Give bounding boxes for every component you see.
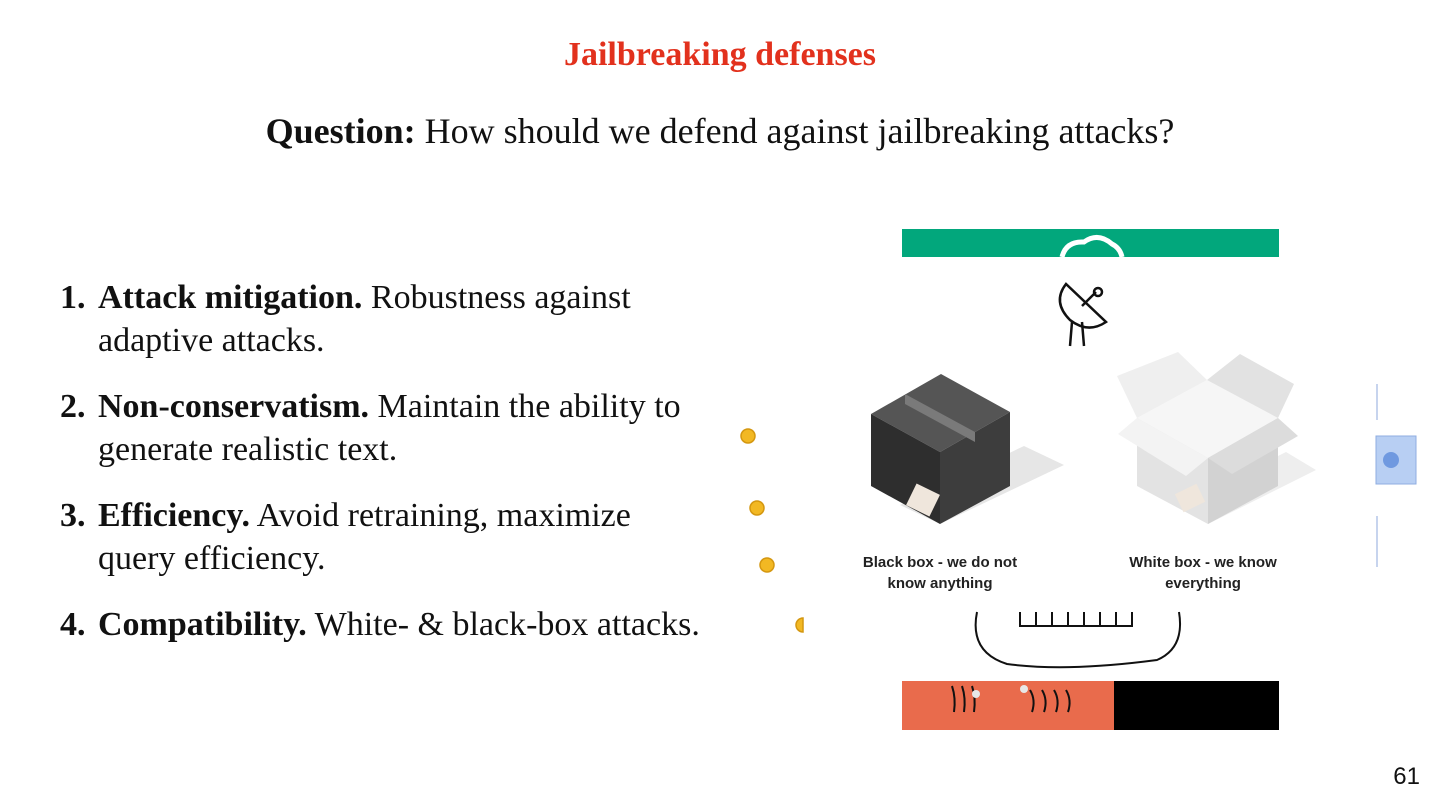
satellite-dish-icon [1058,282,1108,347]
item-number: 3. [60,497,86,534]
item-text: White- & black-box attacks. [314,606,700,643]
white-box-icon [1117,352,1316,524]
white-box-caption-line1: White box - we know [1129,554,1277,571]
item-number: 2. [60,388,86,425]
list-item: 2. Non-conservatism. Maintain the abilit… [60,385,700,471]
item-heading: Efficiency. [98,497,251,534]
item-text: Maintain the ability to generate realist… [98,388,681,468]
black-band [1114,681,1279,730]
black-box-caption-line1: Black box - we do not [863,554,1017,571]
list-item: 3. Efficiency. Avoid retraining, maximiz… [60,494,700,580]
white-box-caption-line2: everything [1165,575,1241,592]
cloud-icon [1059,235,1125,258]
requirements-list: 1. Attack mitigation. Robustness against… [60,276,700,669]
item-number: 1. [60,279,86,316]
mouth-doodle [974,611,1181,669]
item-text: Robustness against adaptive attacks. [98,279,631,359]
blue-dot [1383,452,1399,468]
question-label: Question: [265,111,416,151]
yellow-dot-partial [795,617,804,633]
yellow-dot [749,500,765,516]
item-number: 4. [60,606,86,643]
node-dot [1020,685,1028,693]
teeth-doodle [1019,612,1133,627]
item-text: Avoid retraining, maximize query efficie… [98,497,631,577]
question: Question: How should we defend against j… [0,110,1440,152]
orange-band [902,681,1114,730]
item-heading: Compatibility. [98,606,307,643]
black-box-icon [871,374,1064,524]
question-text: How should we defend against jailbreakin… [424,111,1175,151]
slide-title: Jailbreaking defenses [563,36,876,73]
item-heading: Attack mitigation. [98,279,363,316]
page-number: 61 [1393,763,1420,790]
yellow-dot [740,428,756,444]
green-band [902,229,1279,257]
list-item: 4. Compatibility. White- & black-box att… [60,603,700,646]
list-item: 1. Attack mitigation. Robustness against… [60,276,700,362]
item-heading: Non-conservatism. [98,388,370,425]
yellow-dot [759,557,775,573]
node-dot [972,690,980,698]
hair-icon [951,685,1071,713]
black-box-caption-line2: know anything [888,575,993,592]
black-white-box-figure: Black box - we do not know anything Whit… [740,229,1417,730]
